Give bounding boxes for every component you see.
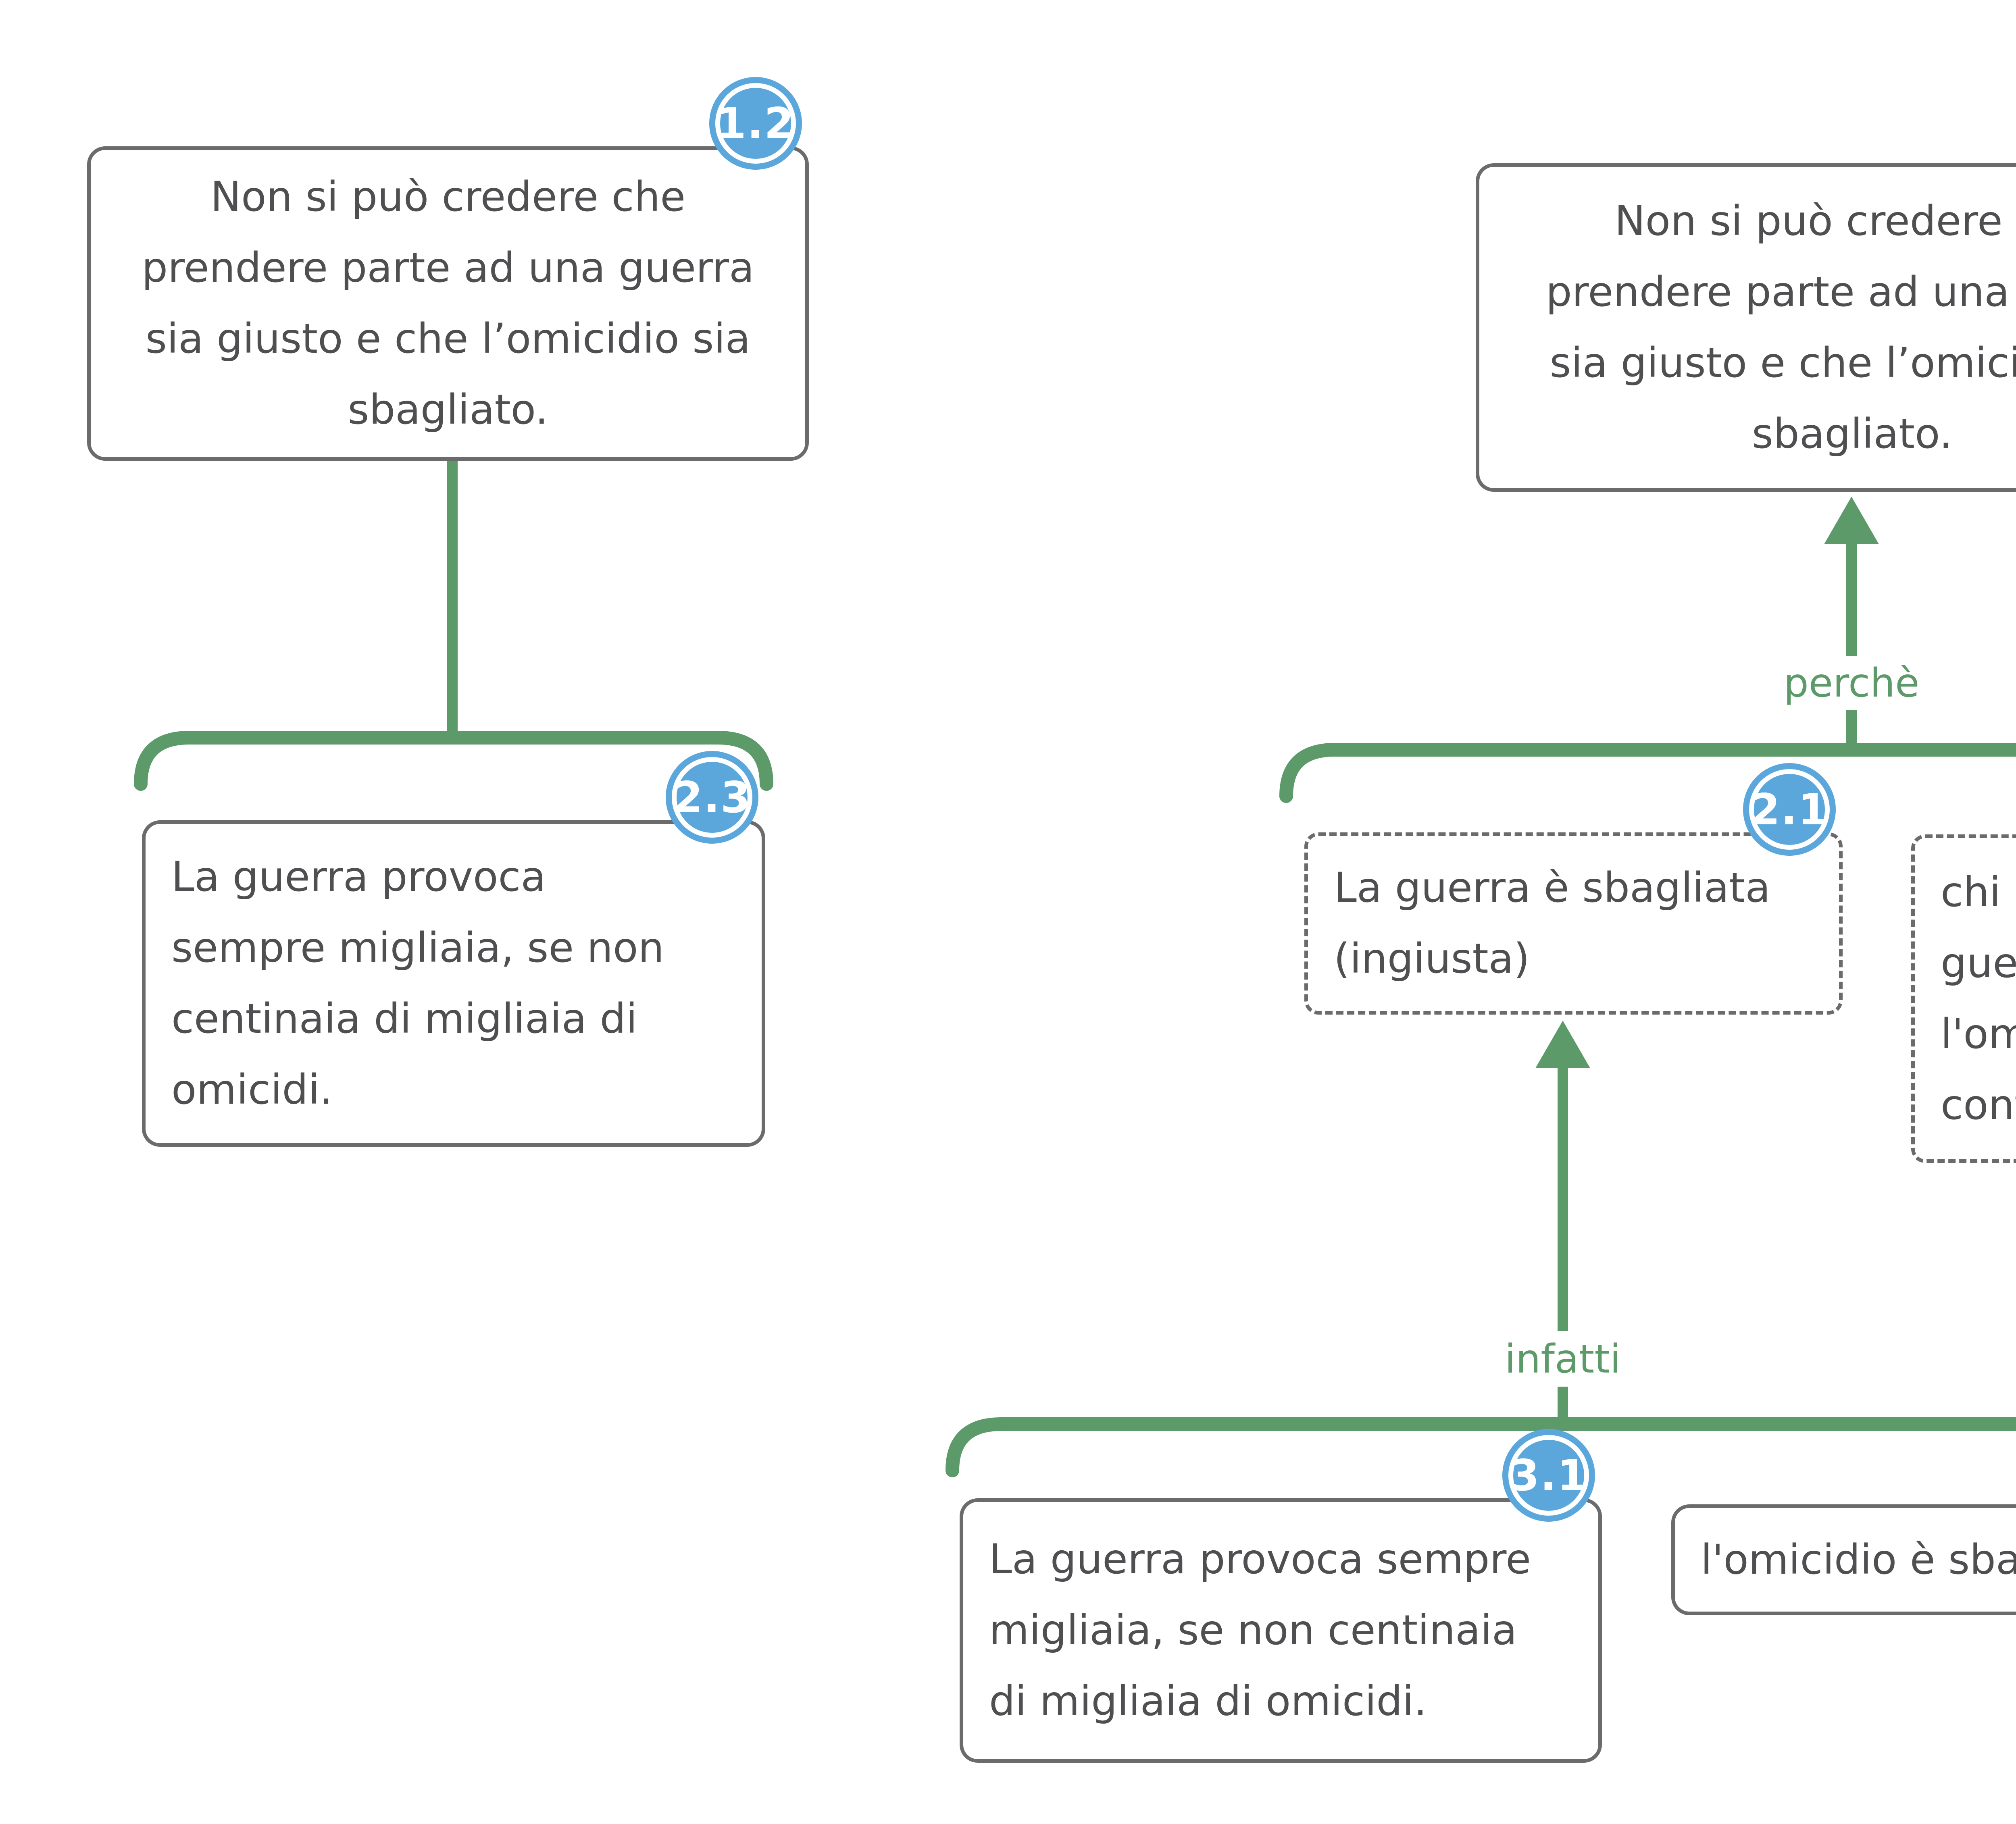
badge-number-3-1: 3.1 xyxy=(1510,1450,1588,1500)
claim-text-2-2: chi crede che la guerra è giusta e l'omi… xyxy=(1941,868,2016,1129)
edge-label-perche: perchè xyxy=(1783,660,1920,706)
claim-text-2-1: La guerra è sbagliata (ingiusta) xyxy=(1334,864,1770,983)
claim-text-1-2: Non si può credere che prendere parte ad… xyxy=(142,173,754,434)
bracket-bottom xyxy=(946,1417,2016,1477)
badge-2-3: 2.3 xyxy=(666,751,758,844)
arrow-up-icon-infatti xyxy=(1535,1021,1590,1068)
badge-2-1: 2.1 xyxy=(1743,763,1836,856)
badge-number-2-1: 2.1 xyxy=(1750,784,1829,834)
claim-box-2-2[interactable]: chi crede che la guerra è giusta e l'omi… xyxy=(1911,834,2016,1163)
claim-text-3-2: l'omicidio è sbagliato xyxy=(1701,1535,2016,1584)
badge-3-1: 3.1 xyxy=(1502,1429,1595,1522)
badge-1-2: 1.2 xyxy=(709,77,802,170)
claim-box-2-3[interactable]: La guerra provoca sempre migliaia, se no… xyxy=(142,820,765,1147)
badge-number-1-2: 1.2 xyxy=(716,98,795,148)
bracket-right xyxy=(1279,743,2016,803)
claim-box-1-1[interactable]: Non si può credere che prendere parte ad… xyxy=(1476,163,2016,492)
claim-text-1-1: Non si può credere che prendere parte ad… xyxy=(1545,197,2016,458)
edge-label-infatti: infatti xyxy=(1505,1336,1621,1382)
claim-box-2-1[interactable]: La guerra è sbagliata (ingiusta) xyxy=(1304,832,1843,1015)
claim-text-3-1: La guerra provoca sempre migliaia, se no… xyxy=(989,1535,1531,1725)
claim-box-1-2[interactable]: Non si può credere che prendere parte ad… xyxy=(87,146,809,461)
claim-text-2-3: La guerra provoca sempre migliaia, se no… xyxy=(171,853,664,1114)
bracket-left xyxy=(134,731,773,791)
claim-box-3-2[interactable]: l'omicidio è sbagliato xyxy=(1671,1504,2016,1615)
badge-number-2-3: 2.3 xyxy=(673,772,751,822)
arrow-up-icon-perche xyxy=(1824,497,1879,544)
claim-box-3-1[interactable]: La guerra provoca sempre migliaia, se no… xyxy=(960,1498,1602,1763)
